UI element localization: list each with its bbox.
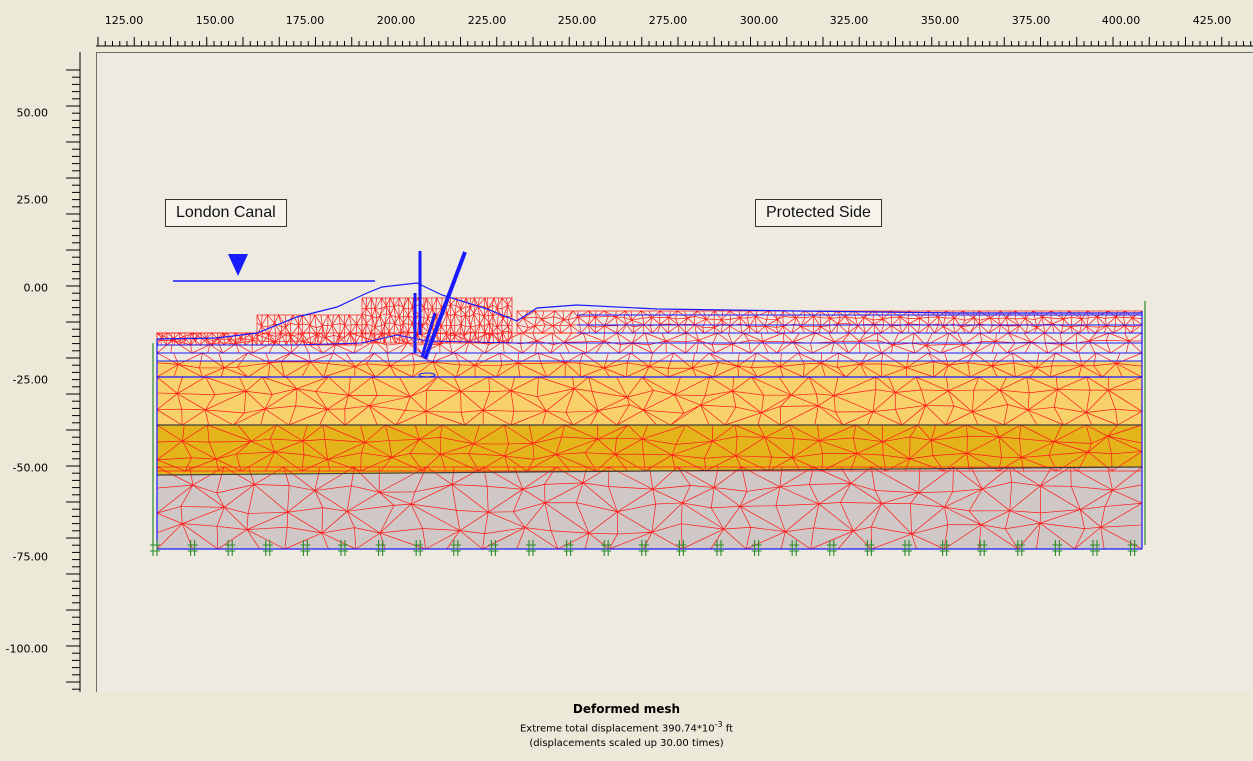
- ruler-label: 350.00: [920, 14, 960, 27]
- ruler-label: 250.00: [557, 14, 597, 27]
- clay-layer: [157, 467, 1142, 549]
- ruler-label: 325.00: [829, 14, 869, 27]
- ruler-label: -100.00: [5, 642, 48, 656]
- ruler-label: 125.00: [104, 14, 144, 27]
- top-ruler-ticks: [96, 37, 1253, 47]
- soil-layers: [157, 361, 1142, 549]
- scale-note: (displacements scaled up 30.00 times): [529, 738, 724, 750]
- ruler-label: 200.00: [376, 14, 416, 27]
- mesh-elements: [155, 282, 1144, 550]
- ruler-label: 400.00: [1101, 14, 1141, 27]
- london-canal-label: London Canal: [165, 199, 287, 227]
- left-ruler-ticks: [66, 52, 81, 692]
- ruler-label: 275.00: [648, 14, 688, 27]
- ruler-label: 225.00: [467, 14, 507, 27]
- mesh-canvas[interactable]: London Canal Protected Side: [96, 52, 1253, 692]
- left-ruler: 50.00 25.00 0.00 -25.00 -50.00 -75.00 -1…: [0, 52, 96, 692]
- ruler-label: 300.00: [739, 14, 779, 27]
- water-level: [173, 254, 375, 282]
- ruler-label: -50.00: [12, 461, 48, 475]
- ruler-label: 425.00: [1192, 14, 1232, 27]
- ruler-label: 50.00: [16, 106, 49, 120]
- top-ruler: 125.00 150.00 175.00 200.00 225.00 250.0…: [0, 0, 1253, 52]
- displacement-unit: ft: [722, 723, 734, 735]
- displacement-exponent: -3: [714, 720, 723, 729]
- displacement-prefix: Extreme total displacement 390.74*10: [519, 723, 715, 735]
- fixity-supports: [150, 301, 1146, 556]
- protected-side-label: Protected Side: [755, 199, 882, 227]
- plot-caption: Deformed mesh Extreme total displacement…: [0, 700, 1253, 749]
- upper-sand-layer: [157, 361, 1142, 377]
- ruler-label: -25.00: [12, 373, 48, 387]
- water-level-triangle-icon: [228, 254, 248, 276]
- ruler-label: 25.00: [16, 193, 49, 207]
- ruler-label: 0.00: [23, 281, 49, 295]
- displacement-text: Extreme total displacement 390.74*10-3 f…: [0, 720, 1253, 734]
- ruler-label: 150.00: [195, 14, 235, 27]
- sand-layer: [157, 377, 1142, 425]
- ruler-label: -75.00: [12, 550, 48, 564]
- ruler-label: 175.00: [285, 14, 325, 27]
- ruler-label: 375.00: [1011, 14, 1051, 27]
- caption-title: Deformed mesh: [572, 702, 681, 716]
- deformed-mesh-plot: [150, 251, 1146, 556]
- structure-elements: [413, 251, 467, 378]
